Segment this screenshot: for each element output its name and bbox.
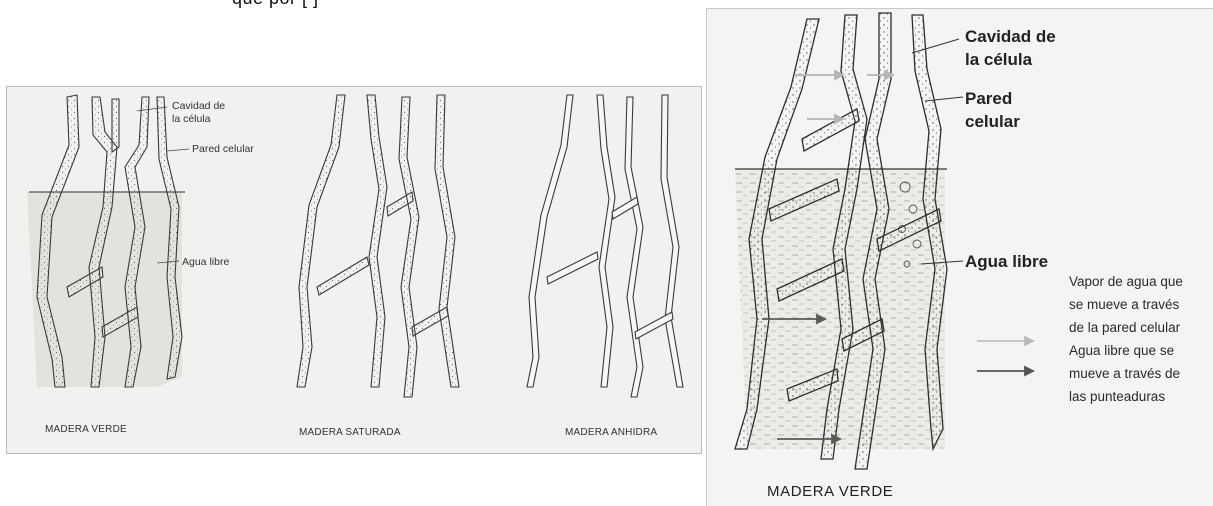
- cell-wall: [547, 252, 598, 284]
- cell-wall: [625, 97, 643, 397]
- cell-wall: [661, 95, 683, 387]
- left-figure-panel: Cavidad de la célula Pared celular Agua …: [6, 86, 702, 454]
- diagram-madera-anhidra: [527, 95, 683, 397]
- label-cavity-line1: Cavidad de: [965, 27, 1056, 46]
- label-free-water: Agua libre: [182, 256, 229, 268]
- legend-vapor-line1: Vapor de agua que: [1069, 274, 1183, 289]
- cell-wall: [399, 97, 419, 397]
- legend-free-line2: mueve a través de: [1069, 366, 1180, 381]
- label-cavity-line2: la célula: [965, 50, 1033, 69]
- leader-line: [167, 149, 189, 151]
- clipped-caption-text: que por [ ]: [0, 0, 640, 60]
- diagram-madera-saturada: [297, 95, 459, 397]
- legend-vapor-line2: se mueve a través: [1069, 297, 1180, 312]
- caption-madera-saturada: MADERA SATURADA: [299, 427, 401, 438]
- caption-madera-verde: MADERA VERDE: [45, 424, 127, 435]
- caption-madera-verde: MADERA VERDE: [767, 483, 893, 500]
- cell-wall: [317, 257, 369, 295]
- left-figure-svg: Cavidad de la célula Pared celular Agua …: [7, 87, 702, 454]
- legend-free-arrow: [977, 367, 1033, 375]
- label-wall-line2: celular: [965, 112, 1020, 131]
- label-free-water: Agua libre: [965, 252, 1048, 271]
- cell-wall: [597, 95, 615, 387]
- label-cavity-line1: Cavidad de: [172, 100, 225, 112]
- right-figure-svg: Cavidad de la célula Pared celular Agua …: [707, 9, 1213, 506]
- label-cavity-line2: la célula: [172, 113, 211, 125]
- cell-wall: [112, 99, 119, 152]
- label-wall-line1: Pared: [965, 89, 1012, 108]
- cell-wall: [297, 95, 345, 387]
- diagram-madera-verde-small: Cavidad de la célula Pared celular Agua …: [27, 95, 254, 435]
- cell-wall: [367, 95, 387, 387]
- cell-wall: [435, 95, 459, 387]
- cell-wall: [802, 109, 859, 151]
- caption-madera-anhidra: MADERA ANHIDRA: [565, 427, 657, 438]
- legend-vapor-arrow: [977, 337, 1033, 345]
- legend-free-line1: Agua libre que se: [1069, 343, 1174, 358]
- legend-free-line3: las punteaduras: [1069, 389, 1165, 404]
- label-wall: Pared celular: [192, 143, 254, 155]
- cell-wall: [527, 95, 573, 387]
- clipped-text: que por [ ]: [232, 0, 319, 9]
- legend-vapor-line3: de la pared celular: [1069, 320, 1181, 335]
- right-figure-panel: Cavidad de la célula Pared celular Agua …: [706, 8, 1213, 506]
